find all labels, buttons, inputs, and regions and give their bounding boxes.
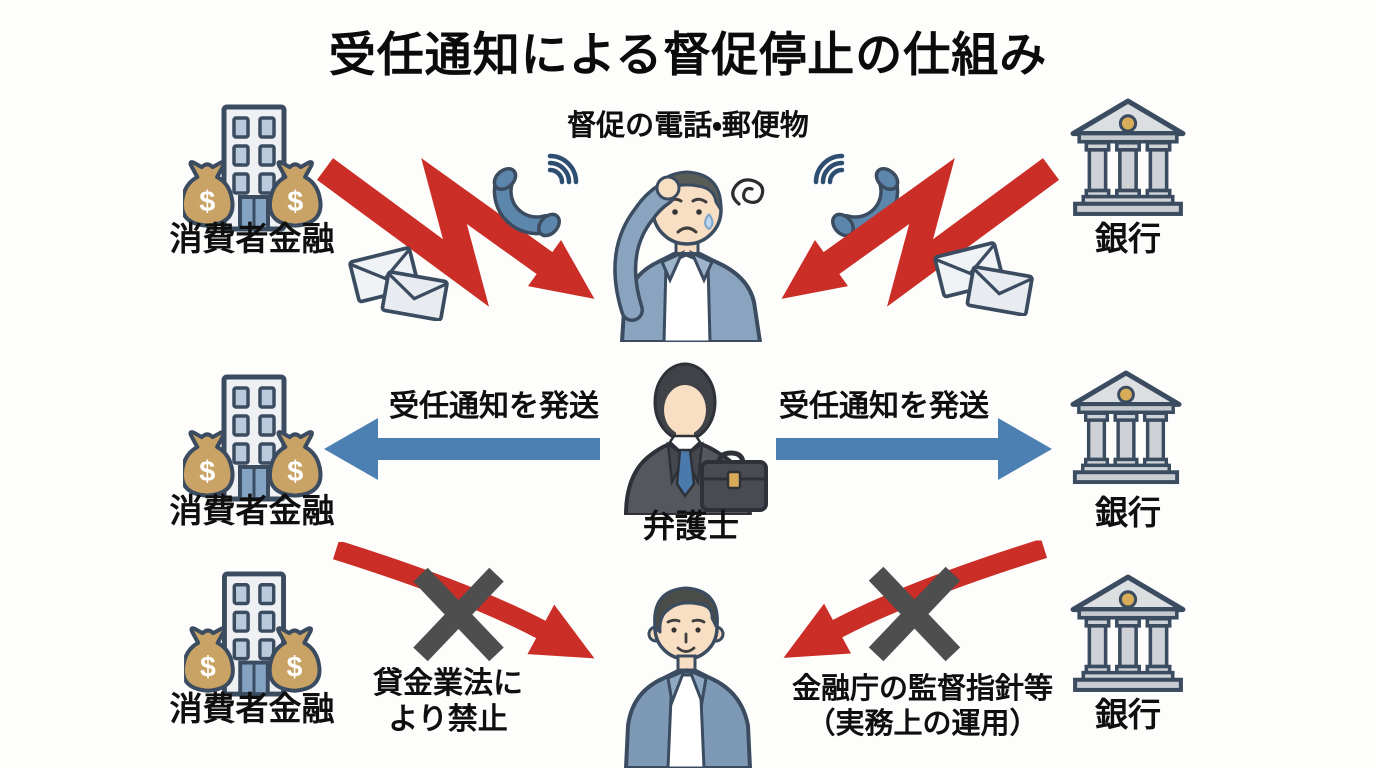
lawyer-label: 弁護士	[642, 508, 739, 544]
bank-label-top: 銀行	[1095, 220, 1161, 257]
prohibition-x-left-icon	[411, 566, 506, 663]
bank-label-middle: 銀行	[1095, 494, 1161, 531]
consumer-finance-building-icon-top	[183, 103, 325, 235]
envelopes-right-icon	[933, 238, 1037, 316]
phone-left-icon	[488, 152, 580, 238]
stressed-person-icon	[598, 152, 782, 342]
bank-label-bottom: 銀行	[1095, 696, 1161, 733]
prohibition-x-right-icon	[866, 566, 963, 662]
bank-building-icon-middle	[1066, 370, 1186, 486]
lawyer-with-briefcase-icon	[622, 360, 772, 515]
prohibition-reason-left-line1: 貸金業法に	[373, 667, 523, 700]
envelopes-left-icon	[348, 243, 452, 321]
bank-building-icon-top	[1066, 98, 1190, 218]
calm-person-icon	[618, 576, 770, 768]
bank-building-icon-bottom	[1066, 574, 1190, 694]
prohibition-reason-right: 金融庁の監督指針等 （実務上の運用）	[770, 672, 1075, 742]
notice-arrow-label-right: 受任通知を発送	[779, 390, 989, 423]
prohibition-reason-left-line2: より禁止	[388, 703, 508, 736]
prohibition-reason-right-line1: 金融庁の監督指針等	[791, 673, 1053, 705]
consumer-finance-label-bottom: 消費者金融	[169, 690, 335, 727]
consumer-finance-label-middle: 消費者金融	[169, 492, 335, 529]
blue-notice-arrow-right-icon	[774, 414, 1054, 484]
blue-notice-arrow-left-icon	[322, 414, 602, 484]
page-title: 受任通知による督促停止の仕組み	[328, 28, 1048, 81]
consumer-finance-label-top: 消費者金融	[169, 220, 335, 257]
prohibition-reason-left: 貸金業法に より禁止	[358, 666, 538, 738]
consumer-finance-building-icon-middle	[183, 373, 325, 505]
prohibition-reason-right-line2: （実務上の運用）	[806, 707, 1039, 740]
consumer-finance-building-icon-bottom	[183, 570, 325, 700]
notice-arrow-label-left: 受任通知を発送	[389, 390, 599, 423]
collection-caption: 督促の電話・郵便物	[567, 110, 809, 142]
